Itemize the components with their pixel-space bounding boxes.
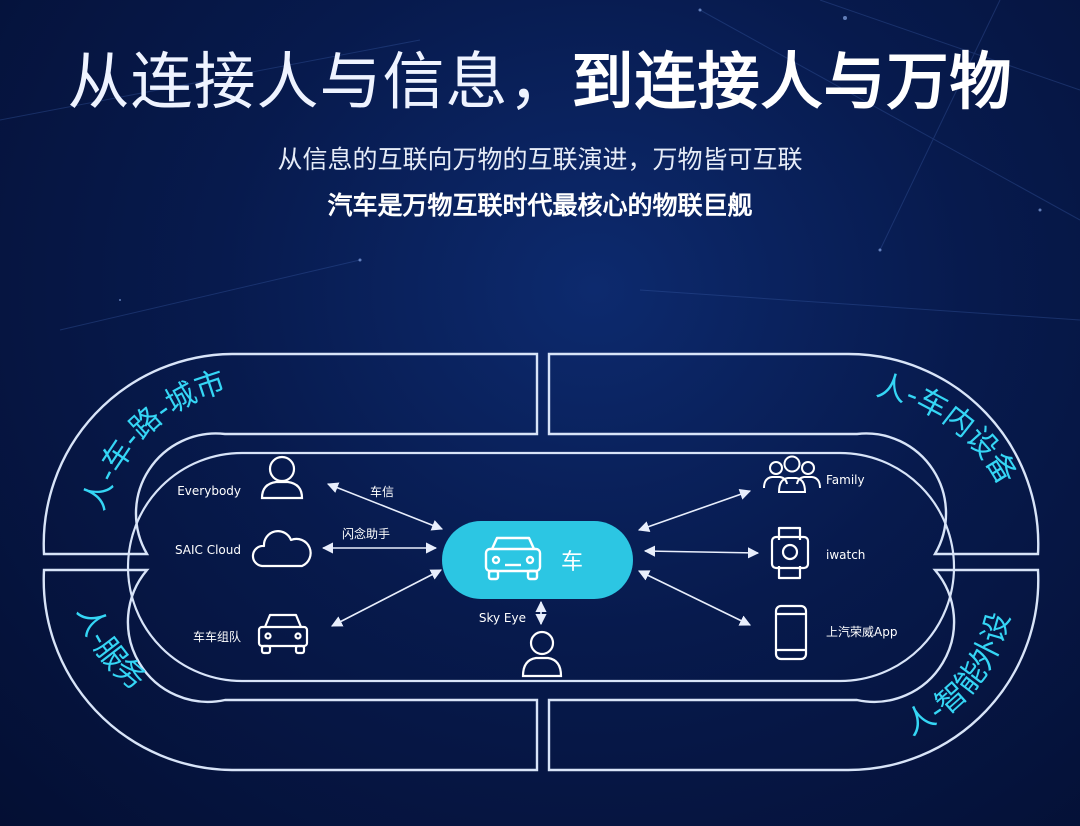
hub-label: 车	[561, 550, 583, 575]
zone-label-bottom-right: 人-智能外设	[899, 609, 1017, 743]
node-label-saic-cloud: SAIC Cloud	[175, 543, 241, 557]
arrow-everybody	[326, 482, 444, 531]
arrow-watch	[643, 545, 760, 559]
page-title: 从连接人与信息，到连接人与万物	[0, 42, 1080, 122]
watch-icon	[770, 526, 810, 580]
outer-track	[42, 352, 1040, 772]
phone-icon	[774, 604, 808, 661]
arrow-phone	[637, 570, 752, 626]
title-part-light: 从连接人与信息，	[67, 45, 572, 118]
subtitle: 从信息的互联向万物的互联演进，万物皆可互联	[277, 145, 803, 174]
cloud-icon	[251, 530, 312, 568]
arrow-team	[331, 569, 442, 627]
person-icon	[521, 630, 563, 678]
node-label-everybody: Everybody	[177, 484, 241, 498]
person-icon	[260, 455, 304, 500]
node-label-team: 车车组队	[193, 629, 241, 644]
node-label-sky-eye: Sky Eye	[479, 611, 526, 625]
node-label-family: Family	[826, 473, 865, 487]
node-label-iwatch: iwatch	[826, 548, 865, 562]
arrow-family	[637, 489, 752, 532]
hub-car: 车	[442, 521, 633, 599]
link-label-everybody: 车信	[370, 484, 394, 499]
inner-track	[126, 451, 956, 683]
node-label-app: 上汽荣威App	[826, 624, 897, 639]
subtitle-bold: 汽车是万物互联时代最核心的物联巨舰	[327, 191, 753, 220]
link-label-cloud: 闪念助手	[342, 526, 390, 541]
car-icon	[484, 536, 542, 581]
title-part-bold: 到连接人与万物	[571, 45, 1013, 118]
car-icon	[257, 613, 309, 655]
group-icon	[763, 455, 821, 493]
